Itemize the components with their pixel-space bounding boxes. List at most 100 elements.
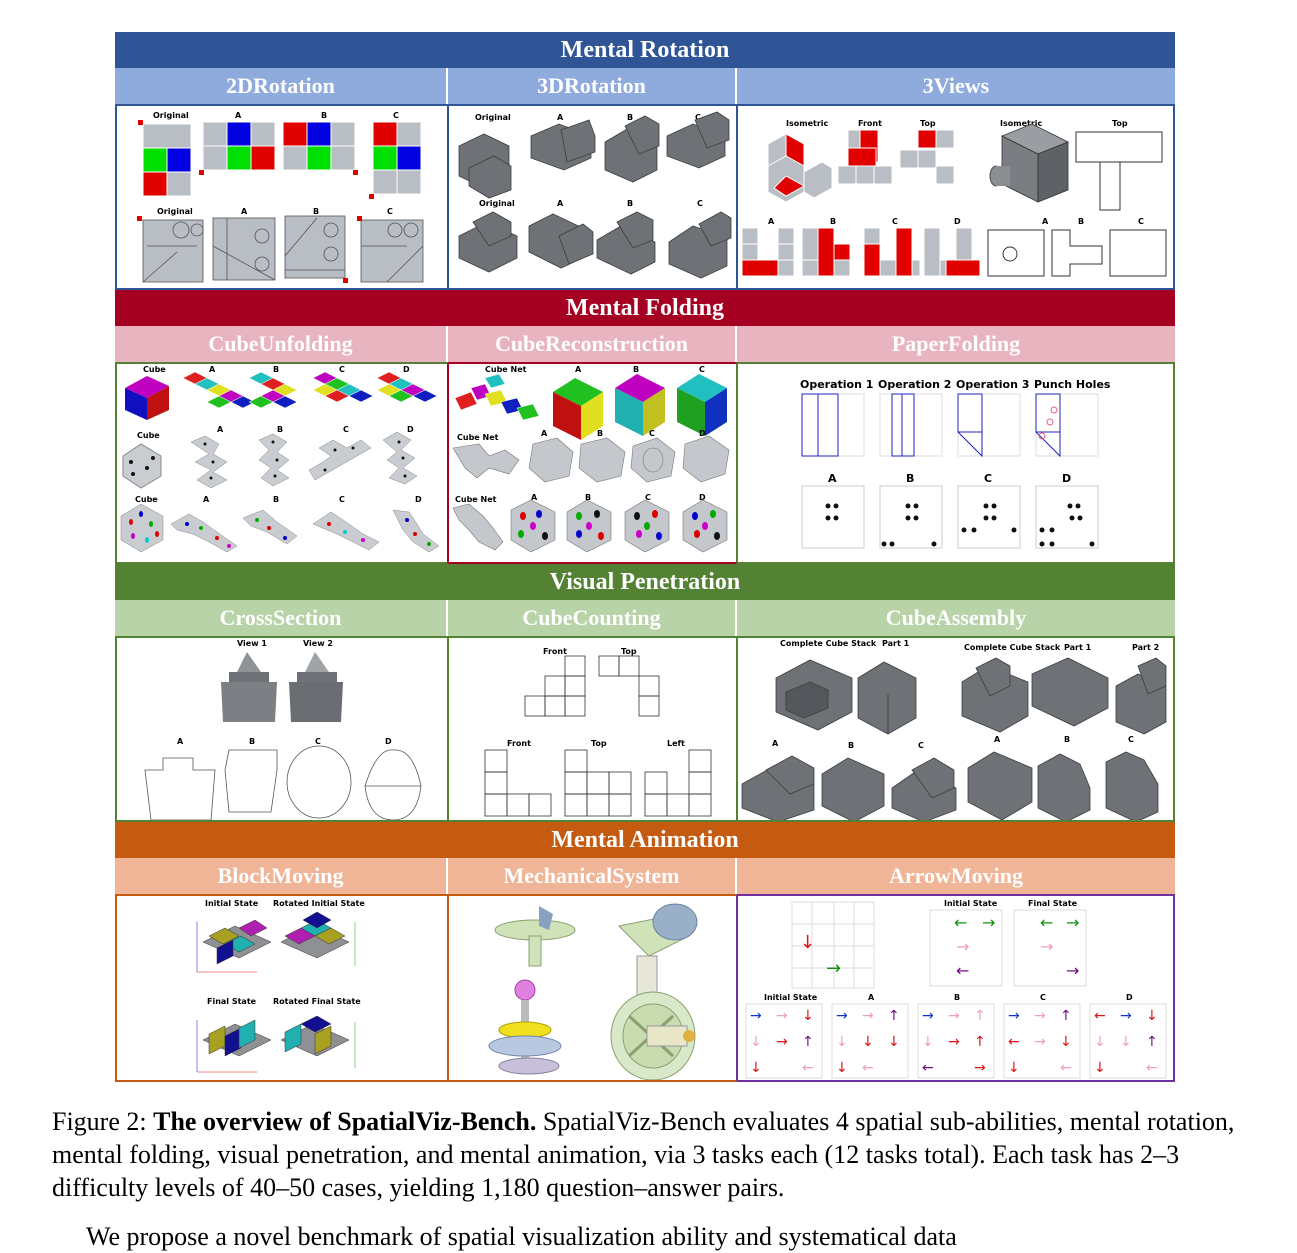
caption-bold: The overview of SpatialViz-Bench. (153, 1107, 537, 1136)
task-arrowmoving: ArrowMoving (737, 858, 1175, 894)
label-c: C (918, 741, 924, 750)
arrow-right-icon: → (826, 958, 841, 979)
label-c: C (343, 425, 349, 434)
label-a: A (241, 207, 248, 216)
label-a: A (557, 199, 564, 208)
answer-grids (801, 485, 1099, 549)
caption-prefix: Figure 2: (52, 1107, 154, 1136)
label-part-1: Part 1 (882, 639, 910, 648)
label-a: A (1042, 217, 1049, 226)
label-a: A (209, 365, 216, 374)
svg-text:↓: ↓ (1094, 1060, 1106, 1076)
label-part-2: Part 2 (1132, 643, 1159, 652)
label-front: Front (507, 739, 531, 748)
label-view-1: View 1 (237, 639, 267, 648)
arrow-right-icon: → (982, 913, 995, 932)
front-top-grids (524, 655, 660, 717)
label-c: C (697, 199, 703, 208)
label-final-state: Final State (1028, 899, 1078, 908)
label-c: C (695, 113, 701, 122)
label-b: B (585, 493, 591, 502)
label-view-2: View 2 (303, 639, 333, 648)
solid-views (221, 652, 343, 722)
arrow-left-icon: ← (956, 961, 969, 980)
label-c: C (699, 365, 705, 374)
panel-crosssection: View 1 View 2 A B C D (115, 636, 448, 822)
label-front: Front (858, 119, 882, 128)
label-original: Original (157, 207, 193, 216)
svg-text:→: → (836, 1008, 848, 1024)
label-d: D (403, 365, 410, 374)
label-b: B (830, 217, 836, 226)
block-initial (196, 919, 272, 973)
label-a: A (235, 111, 242, 120)
arrow-right-icon: → (956, 937, 969, 956)
arrow-option-grids (745, 1003, 1167, 1079)
label-d: D (1062, 472, 1071, 485)
svg-text:→: → (1120, 1008, 1132, 1024)
svg-text:→: → (974, 1060, 986, 1076)
color-net (454, 373, 540, 421)
section-options (144, 745, 422, 820)
label-original: Original (479, 199, 515, 208)
label-c: C (892, 217, 898, 226)
colored-spots (129, 511, 431, 548)
label-d: D (385, 737, 392, 746)
panel-cubeunfolding: Cube A B C D Cube A B C (115, 362, 448, 564)
svg-text:↑: ↑ (974, 1008, 986, 1024)
label-top: Top (591, 739, 607, 748)
isometric-cylinder-block (989, 123, 1069, 203)
label-b: B (321, 111, 327, 120)
task-3views: 3Views (737, 68, 1175, 104)
arrow-left-icon: ← (954, 913, 967, 932)
overview-figure: Mental Rotation 2DRotation 3DRotation 3V… (115, 32, 1175, 1082)
label-complete-cube-stack: Complete Cube Stack (780, 639, 877, 648)
label-front: Front (543, 647, 567, 656)
label-cube-net: Cube Net (457, 433, 499, 442)
svg-text:↓: ↓ (836, 1034, 848, 1050)
label-d: D (954, 217, 961, 226)
svg-text:↓: ↓ (1146, 1008, 1158, 1024)
color-cubes (553, 374, 727, 440)
label-d: D (415, 495, 422, 504)
panel-mechanicalsystem (448, 894, 737, 1082)
arrow-grids-state (929, 909, 1087, 987)
svg-text:←: ← (1146, 1060, 1158, 1076)
label-a: A (994, 735, 1001, 744)
arrow-right-icon: → (1040, 937, 1053, 956)
task-mechanicalsystem: MechanicalSystem (448, 858, 737, 894)
category-header-mental-rotation: Mental Rotation (115, 32, 1175, 68)
answer-dots (825, 503, 1095, 547)
category-header-mental-animation: Mental Animation (115, 822, 1175, 858)
label-c: C (1040, 993, 1046, 1002)
panel-3drotation: Original A B C Original A B C (448, 104, 737, 290)
label-top: Top (1112, 119, 1128, 128)
svg-text:↓: ↓ (1120, 1034, 1132, 1050)
task-cubeunfolding: CubeUnfolding (115, 326, 448, 362)
svg-text:→: → (948, 1008, 960, 1024)
label-a: A (575, 365, 582, 374)
label-cube: Cube (137, 431, 160, 440)
svg-text:↑: ↑ (1146, 1034, 1158, 1050)
svg-text:↓: ↓ (888, 1034, 900, 1050)
block-final (196, 1019, 272, 1073)
svg-text:↓: ↓ (836, 1060, 848, 1076)
label-operation-3: Operation 3 (956, 378, 1029, 391)
label-c: C (315, 737, 321, 746)
label-b: B (1064, 735, 1070, 744)
label-rotated-initial-state: Rotated Initial State (273, 899, 365, 908)
bevel-gear-icon (617, 903, 698, 997)
gear-train-icon (488, 979, 562, 1075)
colored-spots-2 (518, 510, 720, 540)
label-c: C (984, 472, 992, 485)
label-b: B (633, 365, 639, 374)
svg-text:↓: ↓ (1060, 1034, 1072, 1050)
punch-holes (1038, 406, 1058, 440)
block-rotated-initial (280, 911, 356, 966)
color-nets (182, 371, 438, 409)
label-b: B (848, 741, 854, 750)
gear-icon (494, 906, 576, 967)
category-header-mental-folding: Mental Folding (115, 290, 1175, 326)
label-c: C (645, 493, 651, 502)
label-cube-net: Cube Net (485, 365, 527, 374)
